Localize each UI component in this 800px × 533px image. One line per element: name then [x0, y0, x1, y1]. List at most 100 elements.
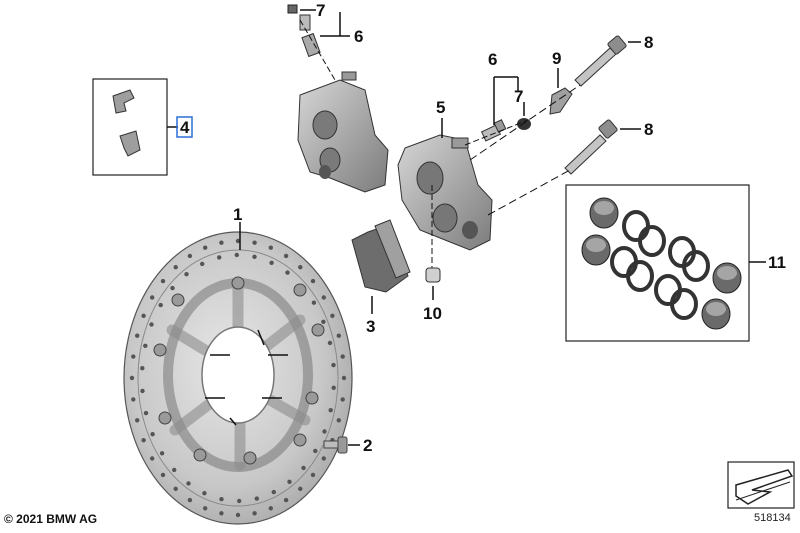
disc-hole — [200, 261, 205, 267]
disc-hole — [331, 362, 336, 368]
disc-hole — [237, 498, 242, 504]
view-direction-icon — [727, 461, 795, 509]
disc-hole — [285, 270, 290, 275]
disc-hole — [341, 375, 347, 381]
disc-hole — [140, 366, 145, 371]
disc-hole — [330, 313, 335, 318]
disc-hole — [140, 388, 145, 394]
piston-seal-kit[interactable] — [565, 184, 750, 342]
disc-hole — [172, 467, 177, 473]
brake-caliper[interactable] — [397, 134, 493, 251]
disc-hole — [131, 397, 136, 402]
disc-hole — [141, 313, 146, 318]
callout-9[interactable]: 9 — [552, 49, 561, 68]
disc-hole — [131, 354, 136, 359]
disc-hole — [310, 278, 316, 284]
disc-hole — [271, 489, 276, 495]
disc-hole — [269, 260, 274, 265]
disc-hole — [336, 333, 341, 338]
disc-hole — [160, 278, 166, 284]
disc-hole — [170, 285, 175, 291]
disc-hole — [254, 496, 259, 501]
callout-8-upper[interactable]: 8 — [644, 33, 653, 52]
callout-4-highlight — [176, 116, 193, 138]
caliper-bolt-upper[interactable] — [574, 35, 627, 87]
bleed-cap[interactable] — [517, 118, 531, 130]
disc-hole — [340, 397, 345, 402]
callout-7-top[interactable]: 7 — [316, 1, 325, 20]
disc-hole — [202, 491, 207, 496]
disc-hole — [331, 385, 336, 390]
disc-hole — [310, 472, 316, 478]
disc-hole — [235, 512, 241, 518]
disc-hole — [184, 272, 189, 277]
dash-top — [299, 19, 336, 81]
disc-hole — [149, 322, 154, 327]
disc-hole — [336, 418, 341, 423]
callout-7[interactable]: 7 — [514, 87, 523, 106]
callout-1[interactable]: 1 — [233, 205, 242, 224]
brake-pads[interactable] — [351, 219, 411, 314]
disc-hole — [268, 245, 273, 250]
disc-hole — [160, 472, 166, 478]
disc-hole — [321, 319, 326, 324]
callout-10[interactable]: 10 — [423, 304, 442, 323]
disc-hole — [187, 497, 193, 503]
disc-hole — [219, 511, 224, 516]
disc-hole — [283, 253, 289, 259]
disc-hole — [301, 465, 306, 471]
disc-hole — [158, 302, 163, 308]
disc-hole — [186, 481, 191, 486]
disc-hole — [283, 497, 289, 503]
disc-hole — [321, 295, 326, 300]
callout-6[interactable]: 6 — [488, 50, 497, 69]
disc-hole — [298, 265, 303, 270]
caliper-bolt-lower[interactable] — [564, 119, 618, 175]
disc-hole — [311, 300, 317, 305]
disc-hole — [322, 429, 327, 434]
disc-hole — [298, 486, 303, 491]
disc-hole — [143, 343, 148, 348]
callout-11[interactable]: 11 — [768, 253, 786, 272]
disc-hole — [217, 255, 222, 260]
disc-screw[interactable] — [323, 436, 348, 454]
disc-hole — [252, 511, 257, 516]
callout-3[interactable]: 3 — [366, 317, 375, 336]
disc-hole — [268, 506, 273, 511]
callout-4[interactable]: 4 — [180, 118, 190, 137]
callout-5[interactable]: 5 — [436, 98, 445, 117]
disc-hole — [150, 295, 155, 300]
disc-hole — [135, 333, 140, 338]
disc-hole — [173, 265, 178, 270]
disc-hole — [328, 408, 333, 413]
disc-hole — [173, 486, 178, 491]
brake-disc[interactable] — [123, 231, 353, 525]
disc-hole — [234, 252, 239, 258]
disc-hole — [252, 240, 257, 245]
disc-hole — [203, 245, 208, 250]
disc-hole — [327, 340, 333, 346]
disc-hole — [287, 479, 292, 484]
disc-hole — [143, 410, 149, 416]
callout-8-lower[interactable]: 8 — [644, 120, 653, 139]
disc-hole — [129, 375, 135, 381]
disc-hole — [141, 438, 146, 443]
disc-hole — [150, 432, 155, 437]
disc-hole — [187, 253, 193, 259]
callout-6-top[interactable]: 6 — [354, 27, 363, 46]
disc-hole — [135, 418, 140, 423]
retaining-clip[interactable] — [549, 87, 573, 115]
disc-hole — [321, 456, 326, 461]
disc-hole — [159, 451, 165, 456]
disc-hole — [150, 456, 155, 461]
disc-hole — [252, 254, 257, 259]
disc-hole — [203, 506, 208, 511]
pad-retainer-kit[interactable] — [92, 78, 168, 176]
disc-hole — [313, 448, 318, 454]
callout-2[interactable]: 2 — [363, 436, 372, 455]
sleeve[interactable] — [425, 267, 441, 283]
caliper-rear[interactable] — [297, 71, 389, 193]
bleed-valve-top[interactable] — [287, 4, 321, 58]
disc-hole — [219, 497, 224, 502]
